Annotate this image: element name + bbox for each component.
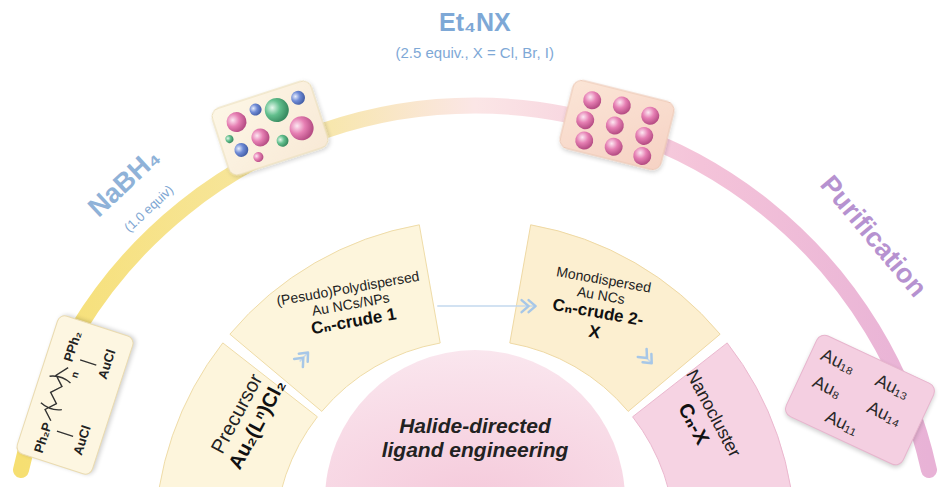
center-semicircle <box>325 350 625 487</box>
equiv-note: (2.5 equiv., X = Cl, Br, I) <box>396 44 555 61</box>
node-text: Cₙ-crude 2-X <box>545 294 648 350</box>
flow-chevron <box>638 349 652 363</box>
flow-chevron <box>437 300 535 312</box>
node-text: Halide-directed ligand engineering <box>371 414 579 462</box>
chevron-head <box>522 300 536 312</box>
ligand-structure-box: Ph₂PPPh₂nAuClAuCl <box>14 313 135 477</box>
node-text: Au₁₁ <box>822 406 862 440</box>
node-text: PPh₂ <box>60 329 84 363</box>
flow-chevron <box>294 353 308 367</box>
crude2-segment: Monodispersed Au NCsCₙ-crude 2-X <box>538 256 661 357</box>
node-text: AuCl <box>70 423 94 457</box>
polydisperse-particles <box>210 79 331 178</box>
node-text: Au₈ <box>809 372 845 404</box>
cluster-list-box: Au₁₈Au₁₃Au₈Au₁₄Au₁₁ <box>782 332 938 469</box>
center-title: Halide-directed ligand engineering <box>365 408 585 468</box>
connector-line <box>437 305 535 307</box>
node-text: n <box>69 370 82 380</box>
nanocluster-segment: NanoclusterCₙ-X <box>653 358 753 480</box>
crude1-segment: (Pesudo)Polydispersed Au NCs/NPsCₙ-crude… <box>267 261 436 352</box>
node-text: Ph₂P <box>31 421 55 455</box>
ring-segment <box>633 343 795 487</box>
precursor-segment: PrecursorAu₂(Lⁿ)Cl₂ <box>196 357 299 481</box>
chevron-head <box>638 349 652 363</box>
step-label: Purification <box>813 169 932 303</box>
node-text: AuCl <box>95 347 119 381</box>
chevron-head <box>294 353 308 367</box>
monodisperse-particles <box>558 78 676 171</box>
reagent-label: Et₄NX <box>439 8 511 37</box>
